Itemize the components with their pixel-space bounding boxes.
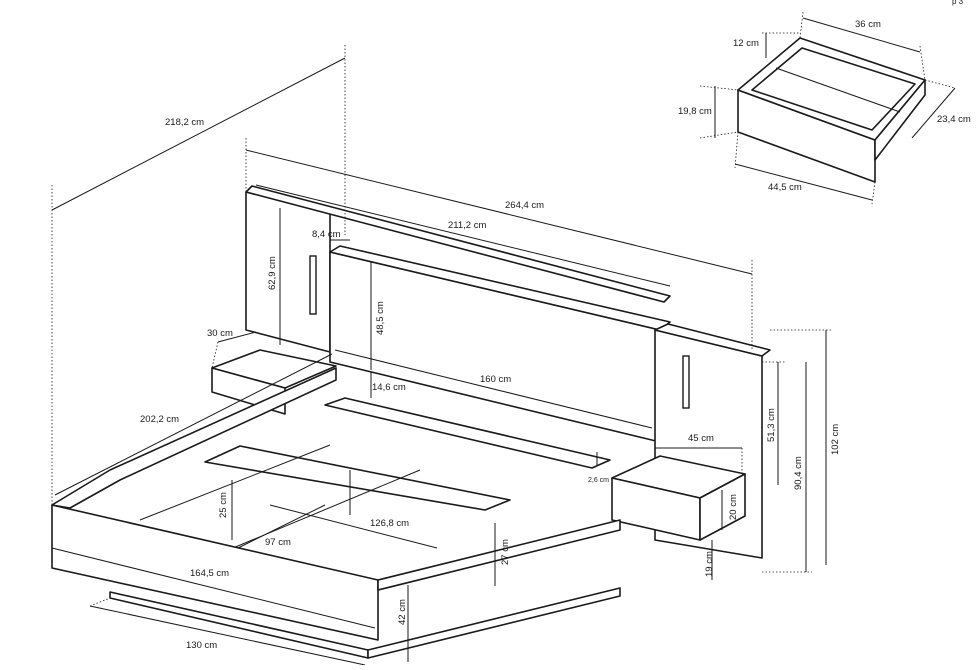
side-panel-height-label: 51,3 cm xyxy=(766,408,777,442)
base-width-label: 130 cm xyxy=(186,640,217,651)
nightstand-height-label: 20 cm xyxy=(728,494,739,520)
slat-rail-middle xyxy=(204,445,511,511)
overall-length-label: 218,2 cm xyxy=(165,117,204,128)
bed-base-plinth-side xyxy=(367,587,621,659)
frame-height-label: 27 cm xyxy=(500,539,511,565)
frame-width-label: 164,5 cm xyxy=(190,568,229,579)
bed-illustration xyxy=(51,185,771,659)
total-frame-height-label: 42 cm xyxy=(397,599,408,625)
left-headboard-panel xyxy=(245,191,331,353)
inner-length-label: 126,8 cm xyxy=(370,518,409,529)
bed-frame-left-rail xyxy=(51,367,337,509)
drawer-inner xyxy=(751,47,916,131)
right-light-slot xyxy=(682,355,690,409)
nightstand-right-depth-label: 45 cm xyxy=(688,433,714,444)
headboard-offset-label: 8,4 cm xyxy=(312,229,341,240)
nightstand-top-thickness-label: 2,6 cm xyxy=(588,477,609,484)
left-light-slot xyxy=(309,255,317,315)
frame-side-length-label: 202,2 cm xyxy=(140,414,179,425)
total-height-label: 102 cm xyxy=(830,424,841,455)
headboard-cushion-top xyxy=(329,245,671,331)
slat-gap-label: 14,6 cm xyxy=(372,382,406,393)
bed-frame-front xyxy=(51,504,379,641)
drawer-front-height-label: 19,8 cm xyxy=(678,106,712,117)
mattress-width-label: 160 cm xyxy=(480,374,511,385)
rail-height-left-label: 25 cm xyxy=(218,492,229,518)
side-panel-total-label: 90,4 cm xyxy=(793,456,804,490)
headboard-cushion-height-label: 48,5 cm xyxy=(375,301,386,335)
headboard-center-width-label: 211,2 cm xyxy=(448,220,486,231)
drawer-depth-label: 23,4 cm xyxy=(937,114,971,125)
corner-page-marker: p 3 xyxy=(952,0,964,6)
drawer-width-label: 36 cm xyxy=(855,19,881,30)
slat-rail-back xyxy=(324,397,611,469)
drawer-side-height-label: 12 cm xyxy=(733,38,759,49)
drawer-front-width-label: 44,5 cm xyxy=(768,182,802,193)
headboard-total-width-label: 264,4 cm xyxy=(505,200,544,211)
nightstand-floor-clearance-label: 19 cm xyxy=(704,551,715,577)
drawer-dimensions: 36 cm 12 cm 19,8 cm 23,4 cm 44,5 cm xyxy=(678,11,971,205)
inner-width-label: 97 cm xyxy=(265,537,291,548)
drawer-side-panel xyxy=(874,79,926,161)
right-side-panel-top xyxy=(654,323,771,357)
drawer-illustration xyxy=(737,37,926,183)
headboard-top-rail xyxy=(245,185,671,303)
nightstand-left-depth-label: 30 cm xyxy=(207,328,233,339)
bed-frame-right-rail xyxy=(377,519,621,591)
headboard-panel-height-label: 62,9 cm xyxy=(267,256,278,290)
bed-dimensions: 218,2 cm 264,4 cm 211,2 cm 8,4 cm 62,9 c… xyxy=(51,45,841,666)
